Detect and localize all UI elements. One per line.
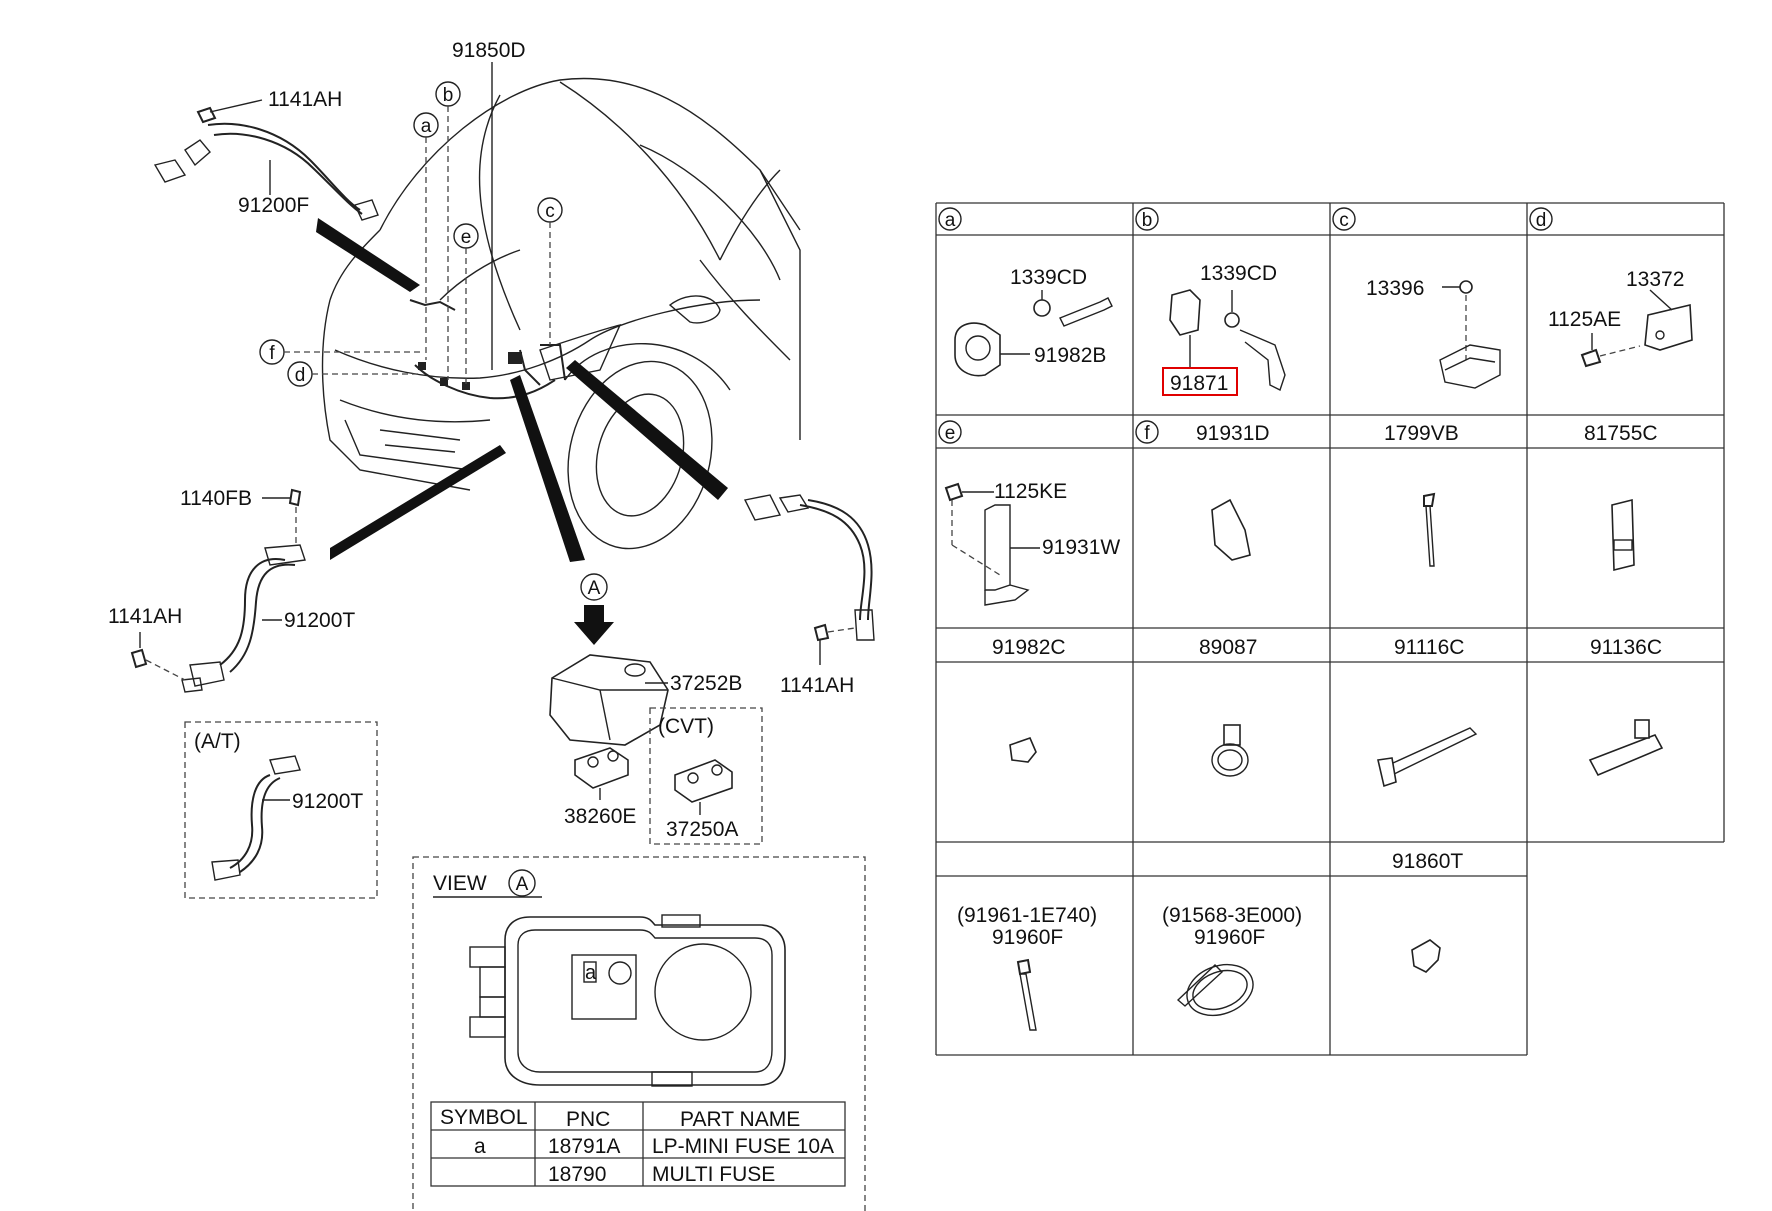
fuse-38260E <box>574 747 629 800</box>
cell-d-part-13372: 13372 <box>1626 268 1684 291</box>
view-a-title: VIEW <box>433 872 487 895</box>
cell-c-part-13396: 13396 <box>1366 277 1424 300</box>
grid-header-b: b <box>1142 210 1153 231</box>
cell-c-parts-illustration <box>1439 280 1501 389</box>
callout-b-label: b <box>443 85 454 106</box>
part-91960F-b-illustration <box>1176 963 1254 1017</box>
cell-b-part-1339CD: 1339CD <box>1200 262 1277 285</box>
callout-d-label: d <box>295 365 306 386</box>
highlight-91871-box <box>1162 367 1238 396</box>
view-a-title-circle <box>508 869 536 897</box>
fuse-table: SYMBOL PNC PART NAME a 18791A LP-MINI FU… <box>430 1101 846 1187</box>
grid-header-91116C: 91116C <box>1394 636 1464 659</box>
cell-r4c1-ref: (91961-1E740) <box>957 904 1097 927</box>
part-81755C-illustration <box>1611 498 1635 572</box>
callout-c-label: c <box>545 201 555 222</box>
parts-grid <box>935 202 1725 1056</box>
part-91960F-a-illustration <box>1016 958 1037 1031</box>
cell-a-parts-illustration <box>954 290 1113 377</box>
grid-header-f: f <box>1144 423 1150 444</box>
grid-header-e: e <box>945 423 956 444</box>
fuse-37250A <box>674 759 733 815</box>
part-37252B-label: 37252B <box>670 672 742 695</box>
cvt-box-title: (CVT) <box>658 715 714 738</box>
part-1141AH-right-label: 1141AH <box>780 674 854 697</box>
at-box <box>184 721 378 899</box>
pointer-wedges <box>316 218 728 562</box>
view-a-marker-circle <box>580 573 608 601</box>
cell-a-part-91982B: 91982B <box>1034 344 1106 367</box>
cell-r4c1-pnc: 91960F <box>992 926 1063 949</box>
view-a-panel <box>412 856 866 1211</box>
table-header-part-name: PART NAME <box>680 1108 800 1131</box>
grid-header-c: c <box>1339 210 1349 231</box>
table-row2-part-name: MULTI FUSE <box>652 1163 775 1186</box>
part-91860T-illustration <box>1411 939 1441 973</box>
grid-header-d: d <box>1536 210 1547 231</box>
cvt-box <box>649 707 763 845</box>
part-1141AH-left-label: 1141AH <box>108 605 182 628</box>
part-37250A-label: 37250A <box>666 818 738 841</box>
view-a-title-marker: A <box>516 874 529 895</box>
part-1140FB-label: 1140FB <box>180 487 252 510</box>
cell-e-part-1125KE: 1125KE <box>994 480 1067 503</box>
cell-r4c2-ref: (91568-3E000) <box>1162 904 1302 927</box>
callout-a-label: a <box>421 116 432 137</box>
table-row1-symbol: a <box>474 1135 486 1158</box>
part-91200T-label: 91200T <box>284 609 355 632</box>
part-91136C-illustration <box>1588 719 1664 777</box>
part-91850D-label: 91850D <box>452 39 526 62</box>
battery-cable-91200F <box>153 99 379 221</box>
grid-header-91860T: 91860T <box>1392 850 1463 873</box>
part-91982C-illustration <box>1009 736 1037 763</box>
cell-e-parts-illustration <box>944 482 1040 606</box>
fuse-symbol-a: a <box>585 962 597 984</box>
cell-r4c2-pnc: 91960F <box>1194 926 1265 949</box>
part-38260E-label: 38260E <box>564 805 636 828</box>
callout-f-label: f <box>269 343 275 364</box>
part-91200T-at-label: 91200T <box>292 790 363 813</box>
cell-d-parts-illustration <box>1580 289 1693 368</box>
view-a-arrow <box>574 605 614 645</box>
fuse-box-37252B <box>549 654 669 746</box>
part-91931D-illustration <box>1211 498 1251 561</box>
grid-header-a: a <box>945 210 956 231</box>
grid-header-91982C: 91982C <box>992 636 1066 659</box>
battery-cable-right <box>743 494 875 665</box>
table-header-pnc: PNC <box>566 1108 610 1131</box>
table-row1-part-name: LP-MINI FUSE 10A <box>652 1135 834 1158</box>
part-1141AH-top-label: 1141AH <box>268 88 342 111</box>
cell-d-part-1125AE: 1125AE <box>1548 308 1621 331</box>
vehicle-front-illustration <box>321 77 801 550</box>
grid-header-91136C: 91136C <box>1590 636 1662 659</box>
grid-header-1799VB: 1799VB <box>1384 422 1459 445</box>
part-89087-illustration <box>1211 724 1249 777</box>
cell-e-part-91931W: 91931W <box>1042 536 1120 559</box>
table-row2-pnc: 18790 <box>548 1163 606 1186</box>
cell-b-part-91871: 91871 <box>1170 372 1228 395</box>
battery-cable-91200T <box>130 488 306 693</box>
part-1799VB-illustration <box>1423 492 1436 567</box>
table-header-symbol: SYMBOL <box>440 1106 528 1129</box>
part-91200F-label: 91200F <box>238 194 309 217</box>
grid-header-89087: 89087 <box>1199 636 1257 659</box>
battery-cable-at-91200T <box>211 755 301 881</box>
at-box-title: (A/T) <box>194 730 241 753</box>
fuse-box-top-view: a <box>469 914 786 1087</box>
cell-a-part-1339CD: 1339CD <box>1010 266 1087 289</box>
cell-b-parts-illustration <box>1169 289 1286 391</box>
circle-callouts: a b c d e f <box>259 81 563 387</box>
table-row1-pnc: 18791A <box>548 1135 620 1158</box>
part-91116C-illustration <box>1377 727 1478 788</box>
callout-e-label: e <box>461 227 472 248</box>
grid-header-91931D: 91931D <box>1196 422 1270 445</box>
view-a-marker-label: A <box>588 578 601 599</box>
grid-header-81755C: 81755C <box>1584 422 1658 445</box>
